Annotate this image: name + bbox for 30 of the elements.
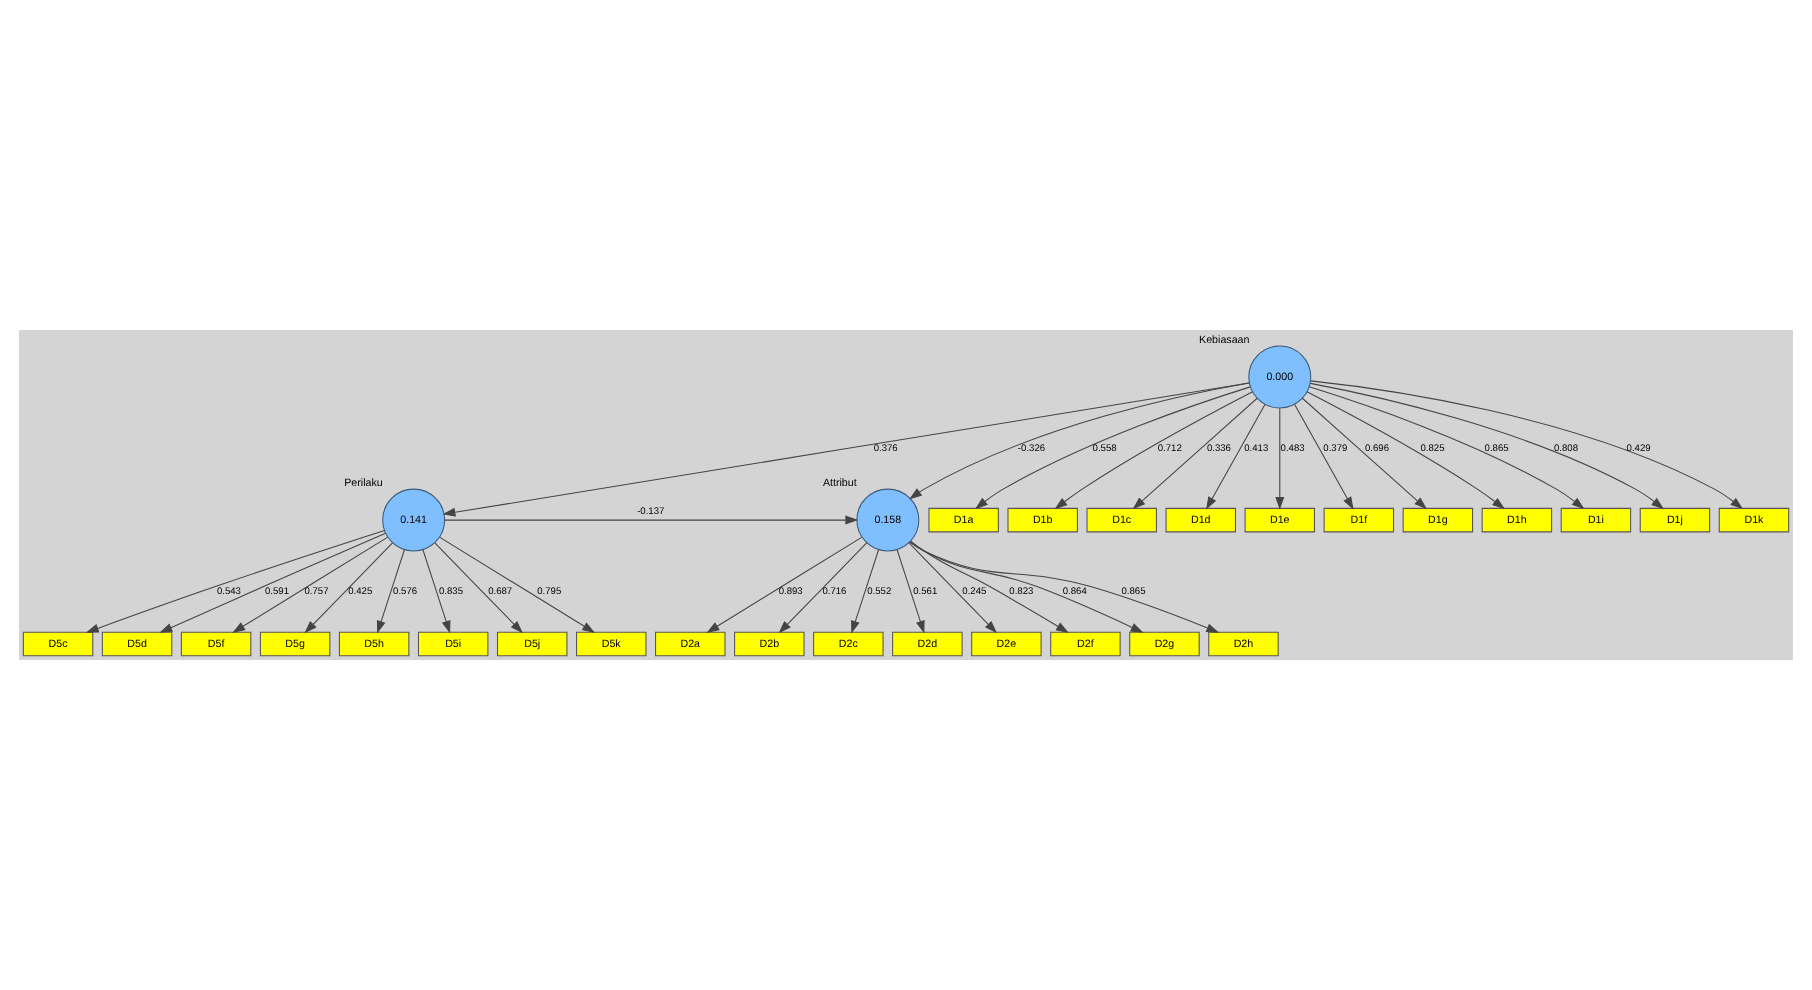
arrow <box>1206 404 1266 510</box>
arrow <box>1306 391 1505 510</box>
arrow <box>1309 382 1665 510</box>
arrow <box>159 532 387 633</box>
arrow <box>422 549 451 634</box>
arrow <box>376 549 405 634</box>
arrow <box>85 530 385 633</box>
arrow <box>444 515 859 525</box>
arrow <box>232 536 388 633</box>
arrow <box>1132 397 1258 510</box>
arrow <box>851 549 880 634</box>
arrow <box>442 382 1250 517</box>
arrow <box>1054 391 1254 510</box>
arrow <box>909 541 1220 633</box>
arrow <box>778 542 868 634</box>
arrow <box>896 549 925 634</box>
arrow <box>975 386 1251 510</box>
arrow <box>1294 404 1354 510</box>
arrow <box>908 542 998 634</box>
arrow <box>434 542 523 634</box>
arrow <box>439 536 596 633</box>
arrow <box>1275 407 1285 510</box>
arrow <box>1301 397 1427 510</box>
arrow <box>909 382 1250 500</box>
arrow <box>1308 386 1585 510</box>
arrow <box>706 536 863 633</box>
arrow <box>909 541 1144 633</box>
arrow <box>1310 380 1744 510</box>
arrow <box>910 540 1069 633</box>
arrow <box>304 542 393 634</box>
